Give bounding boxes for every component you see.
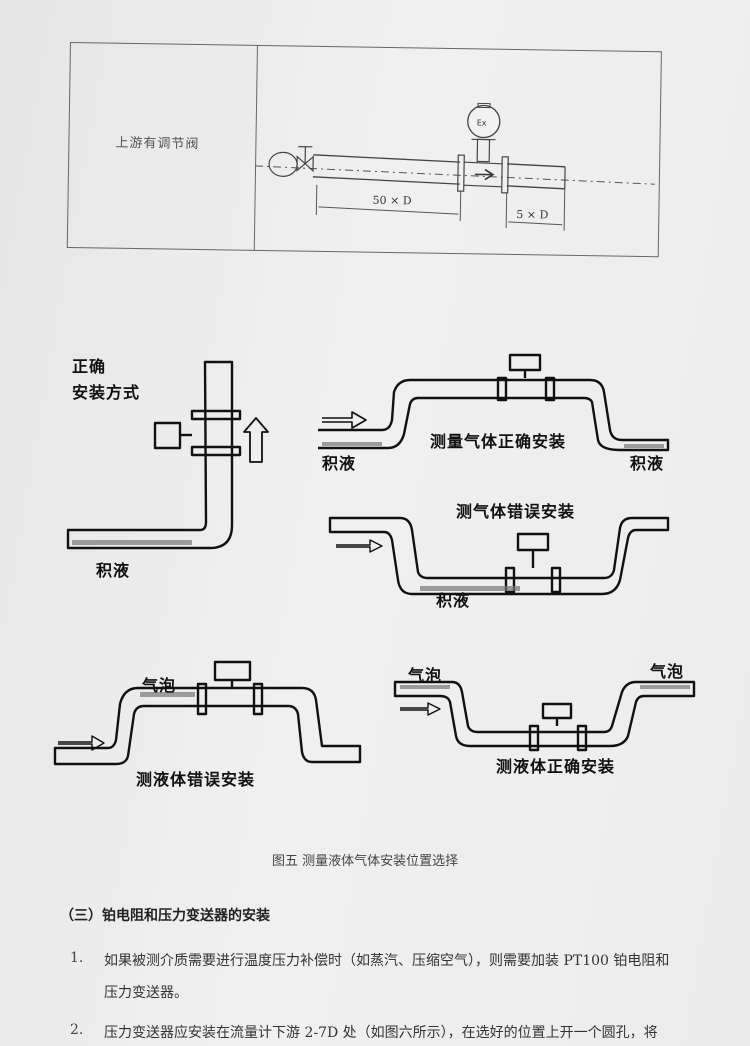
accumulated-liquid-label-4: 积液	[436, 591, 471, 610]
upstream-valve-diagram: Ex 50 × D 5 × D	[255, 102, 655, 231]
item-1-line2: 压力变送器。	[104, 985, 188, 1001]
bubble-label-3: 气泡	[650, 662, 685, 681]
gas-wrong-label: 测气体错误安装	[456, 502, 576, 521]
liquid-correct-label: 测液体正确安装	[496, 757, 616, 776]
flange-lower	[190, 445, 242, 457]
accumulated-liquid-label-3: 积液	[630, 454, 665, 473]
correct-install-title-line1: 正确	[72, 357, 107, 376]
gas-correct-label: 测量气体正确安装	[430, 432, 567, 451]
meter-head-vertical	[153, 421, 182, 450]
ex-badge: Ex	[477, 118, 487, 127]
correct-install-title-line2: 安装方式	[72, 383, 141, 402]
accumulated-liquid-label-2: 积液	[322, 454, 357, 473]
bubble-label-2: 气泡	[408, 666, 443, 685]
dim-upstream-label: 50 × D	[372, 194, 411, 208]
meter-head-gas-wrong	[516, 532, 550, 552]
item-number-2: 2.	[70, 1022, 84, 1038]
gas-wrong-pipe	[328, 516, 670, 596]
item-1-line1: 如果被测介质需要进行温度压力补偿时（如蒸汽、压缩空气），则需要加装 PT100 …	[104, 953, 670, 969]
liquid-wrong-label: 测液体错误安装	[136, 770, 256, 789]
accumulated-liquid-label-1: 积液	[96, 561, 131, 580]
item-2-line1: 压力变送器应安装在流量计下游 2-7D 处（如图六所示），在选好的位置上开一个圆…	[104, 1025, 658, 1041]
figure-caption: 图五 测量液体气体安装位置选择	[272, 854, 459, 869]
installation-diagrams	[53, 353, 696, 766]
item-number-1: 1.	[70, 950, 84, 966]
vertical-pipe-outline	[66, 360, 234, 550]
up-arrow	[243, 417, 269, 463]
flange-upper	[190, 409, 242, 421]
liquid-wrong-pipe	[53, 686, 362, 766]
gas-correct-pipe	[318, 378, 670, 452]
liquid-correct-pipe	[393, 680, 696, 748]
section-title: （三）铂电阻和压力变送器的安装	[60, 908, 270, 924]
meter-head-liquid-correct	[541, 702, 573, 720]
dim-downstream-label: 5 × D	[516, 208, 548, 222]
meter-head-liquid-wrong	[213, 660, 252, 682]
meter-head-gas-correct	[508, 353, 542, 372]
installation-table: 上游有调节阀 Ex	[66, 42, 662, 258]
bubble-label-1: 气泡	[142, 676, 177, 695]
